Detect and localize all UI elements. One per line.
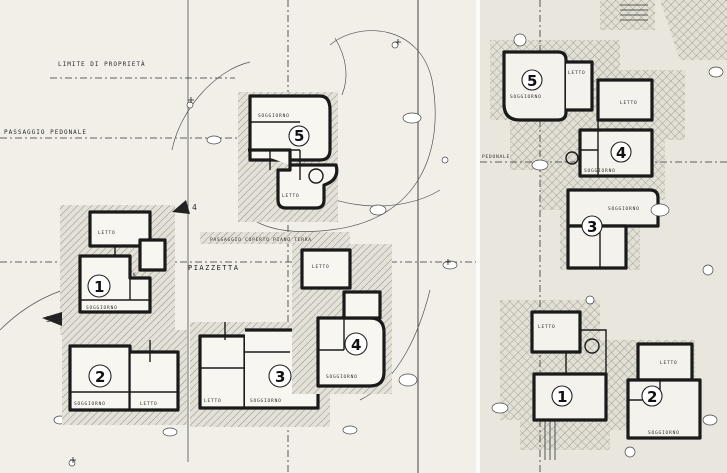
site-plan-drawing: PASSAGGIO COPERTO PIANO TERRA LIMITE DI … [0, 0, 476, 473]
plan-unit-2-living: SOGGIORNO [648, 430, 680, 436]
tree-markers [53, 41, 458, 467]
stairs [544, 4, 648, 460]
plan-unit-4-living: SOGGIORNO [584, 168, 616, 174]
plan-unit-1: 1 LETTO [530, 310, 608, 422]
plan-unit-5: 5 SOGGIORNO LETTO [502, 50, 594, 122]
unit-1: 1 LETTO SOGGIORNO K [60, 205, 175, 335]
plan-unit-5-bedroom: LETTO [568, 70, 586, 76]
unit-4-bedroom-label: LETTO [312, 264, 330, 270]
floor-plan-drawing: PEDONALE 5 SOGGIORNO LETTO 4 LETTO SOGGI… [480, 0, 727, 473]
plan-unit-4-number: 4 [616, 144, 626, 162]
covered-passage-label: PASSAGGIO COPERTO PIANO TERRA [210, 237, 312, 243]
unit-4-living-label: SOGGIORNO [326, 374, 358, 380]
unit-3-number: 3 [275, 368, 285, 386]
unit-2: 2 SOGGIORNO LETTO [62, 330, 187, 425]
svg-text:4: 4 [192, 203, 198, 212]
unit-1-number: 1 [94, 278, 104, 296]
unit-1-living-label: SOGGIORNO [86, 305, 118, 311]
covered-passage [200, 232, 350, 244]
pedestrian-label: PEDONALE [482, 154, 510, 160]
plan-unit-2-bedroom: LETTO [660, 360, 678, 366]
section-callout-4: 4 [172, 200, 198, 214]
plan-tree-markers [491, 33, 724, 458]
unit-2-number: 2 [95, 368, 105, 386]
stair-curve [334, 37, 347, 96]
unit-3-living-label: SOGGIORNO [250, 398, 282, 404]
plan-unit-1-number: 1 [557, 388, 567, 406]
plan-unit-2-number: 2 [647, 388, 657, 406]
unit-1-kitchen-label: K [133, 272, 137, 278]
unit-2-bedroom-label: LETTO [140, 401, 158, 407]
plan-unit-4-bedroom: LETTO [620, 100, 638, 106]
section-callout-3: 3 [42, 312, 62, 326]
plan-unit-4: 4 LETTO SOGGIORNO [565, 78, 654, 178]
svg-text:3: 3 [46, 315, 52, 324]
garden-curve [171, 61, 251, 151]
plan-unit-3: 3 SOGGIORNO [566, 188, 660, 270]
garden-curve [239, 30, 436, 232]
unit-4-number: 4 [351, 336, 361, 354]
plan-unit-1-bedroom: LETTO [538, 324, 556, 330]
pedestrian-path-label: PASSAGGIO PEDONALE [4, 129, 87, 136]
unit-5: 5 SOGGIORNO LETTO [238, 92, 339, 222]
unit-5-bedroom-label: LETTO [282, 193, 300, 199]
plan-unit-3-living: SOGGIORNO [608, 206, 640, 212]
floor-plan-panel: PEDONALE 5 SOGGIORNO LETTO 4 LETTO SOGGI… [480, 0, 727, 473]
piazzetta-label: PIAZZETTA [188, 264, 239, 272]
plan-unit-3-number: 3 [587, 218, 597, 236]
unit-5-number: 5 [294, 127, 304, 145]
survey-marks [70, 39, 451, 463]
site-plan-panel: PASSAGGIO COPERTO PIANO TERRA LIMITE DI … [0, 0, 476, 473]
unit-4: 4 LETTO SOGGIORNO [292, 244, 392, 394]
unit-2-living-label: SOGGIORNO [74, 401, 106, 407]
unit-5-living-label: SOGGIORNO [258, 113, 290, 119]
unit-1-bedroom-label: LETTO [98, 230, 116, 236]
unit-3-bedroom-label: LETTO [204, 398, 222, 404]
plan-unit-2: 2 LETTO SOGGIORNO [626, 342, 702, 440]
panel-divider [476, 0, 480, 473]
plan-unit-5-living: SOGGIORNO [510, 94, 542, 100]
property-line-label: LIMITE DI PROPRIETÀ [58, 61, 146, 68]
plan-unit-5-number: 5 [527, 72, 537, 90]
